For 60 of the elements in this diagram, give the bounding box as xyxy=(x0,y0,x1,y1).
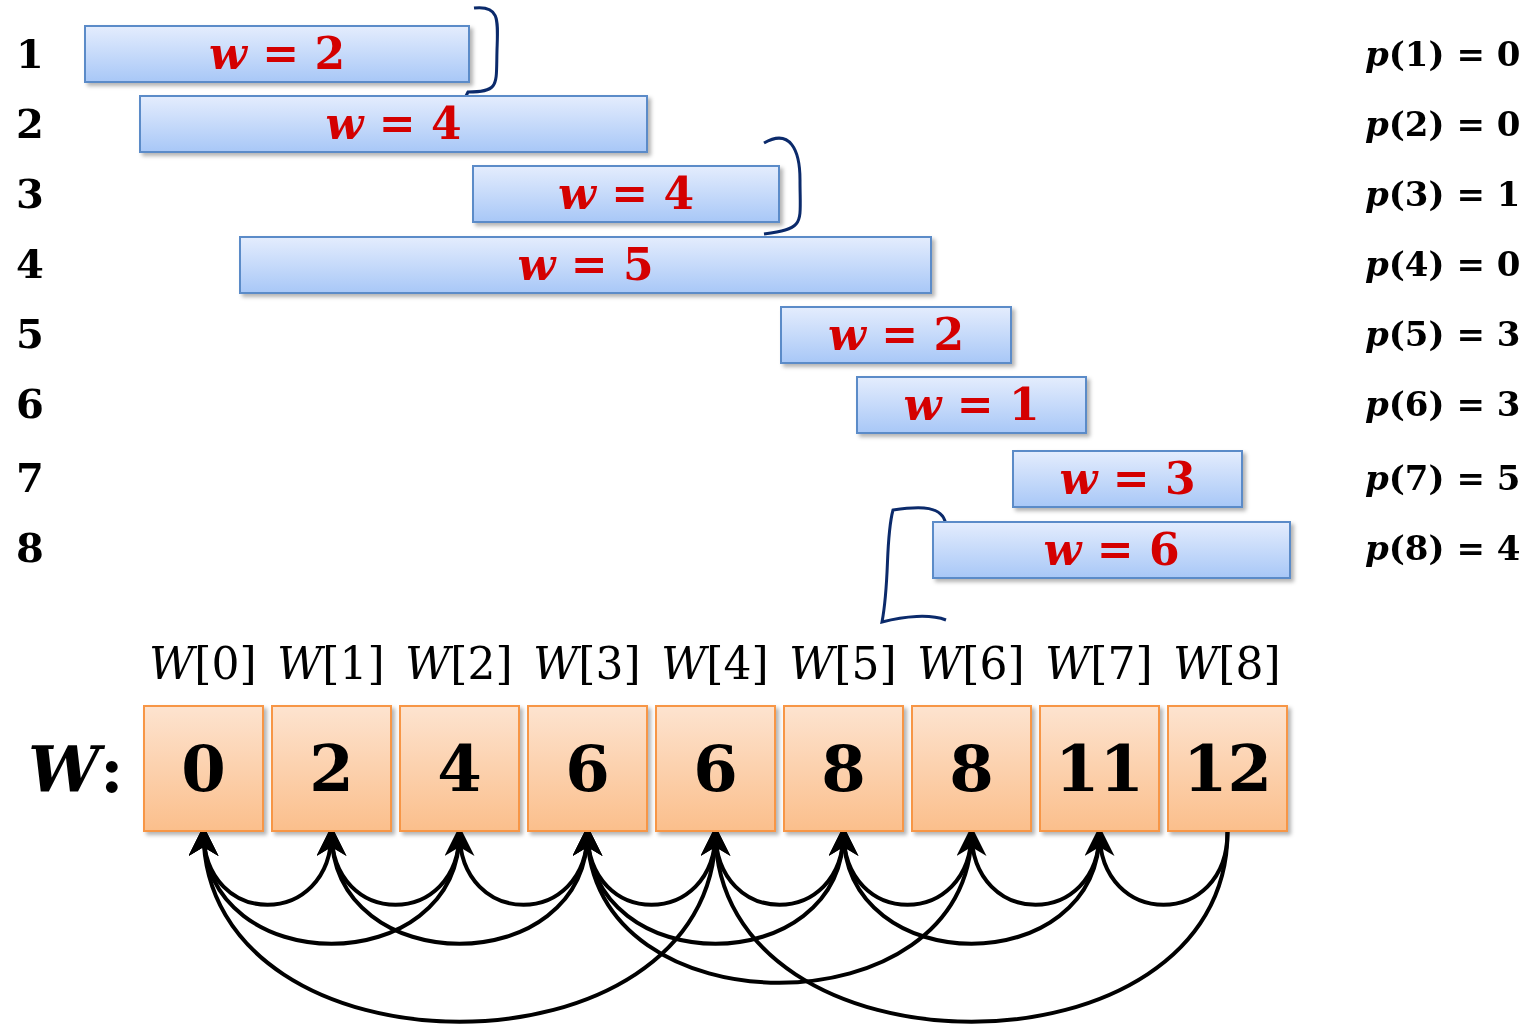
row-number: 6 xyxy=(16,384,44,424)
cell-value: 11 xyxy=(1054,736,1145,801)
cell-value: 8 xyxy=(949,736,994,801)
weight-label: w = 2 xyxy=(828,313,964,357)
cell-value: 4 xyxy=(437,736,482,801)
index-label: W[1] xyxy=(277,642,385,686)
row-number: 4 xyxy=(16,244,44,284)
index-label: W[6] xyxy=(917,642,1025,686)
interval-bar xyxy=(84,25,470,83)
index-label: W[2] xyxy=(405,642,513,686)
interval-bar xyxy=(239,236,932,294)
array-cell xyxy=(271,705,392,832)
index-label: W[5] xyxy=(789,642,897,686)
array-cell xyxy=(783,705,904,832)
weight-label: w = 3 xyxy=(1059,457,1196,501)
cell-value: 2 xyxy=(309,736,354,801)
cell-value: 0 xyxy=(181,736,226,801)
row-number: 5 xyxy=(16,314,44,354)
predecessor-label: p(2) = 0 xyxy=(1365,107,1521,141)
array-cell xyxy=(1039,705,1160,832)
array-cell xyxy=(399,705,520,832)
weight-label: w = 2 xyxy=(209,32,345,76)
index-label: W[4] xyxy=(661,642,769,686)
array-name-label: W: xyxy=(28,738,124,802)
predecessor-label: p(4) = 0 xyxy=(1365,247,1521,281)
interval-bar xyxy=(856,376,1087,434)
index-label: W[7] xyxy=(1045,642,1153,686)
row-number: 3 xyxy=(16,174,44,214)
predecessor-label: p(3) = 1 xyxy=(1365,177,1521,211)
cell-value: 8 xyxy=(821,736,866,801)
predecessor-label: p(8) = 4 xyxy=(1365,531,1521,565)
weight-label: w = 6 xyxy=(1043,528,1180,572)
array-cell xyxy=(143,705,264,832)
interval-bar xyxy=(1012,450,1243,508)
index-label: W[3] xyxy=(533,642,641,686)
predecessor-label: p(7) = 5 xyxy=(1365,461,1521,495)
index-label: W[8] xyxy=(1173,642,1281,686)
row-number: 1 xyxy=(16,34,44,74)
row-number: 2 xyxy=(16,104,44,144)
cell-value: 6 xyxy=(693,736,738,801)
row-number: 8 xyxy=(16,528,44,568)
cell-value: 6 xyxy=(565,736,610,801)
row-number: 7 xyxy=(16,458,44,498)
predecessor-label: p(1) = 0 xyxy=(1365,37,1521,71)
predecessor-label: p(6) = 3 xyxy=(1365,387,1521,421)
array-cell xyxy=(1167,705,1288,832)
interval-bar xyxy=(472,165,780,223)
interval-bar xyxy=(932,521,1291,579)
interval-bar xyxy=(139,95,648,153)
weight-label: w = 1 xyxy=(903,383,1040,427)
array-cell xyxy=(655,705,776,832)
weight-label: w = 5 xyxy=(517,243,654,287)
weight-label: w = 4 xyxy=(558,172,694,216)
array-cell xyxy=(911,705,1032,832)
cell-value: 12 xyxy=(1182,736,1273,801)
weight-label: w = 4 xyxy=(325,102,462,146)
array-cell xyxy=(527,705,648,832)
interval-bar xyxy=(780,306,1012,364)
index-label: W[0] xyxy=(149,642,257,686)
predecessor-label: p(5) = 3 xyxy=(1365,317,1521,351)
